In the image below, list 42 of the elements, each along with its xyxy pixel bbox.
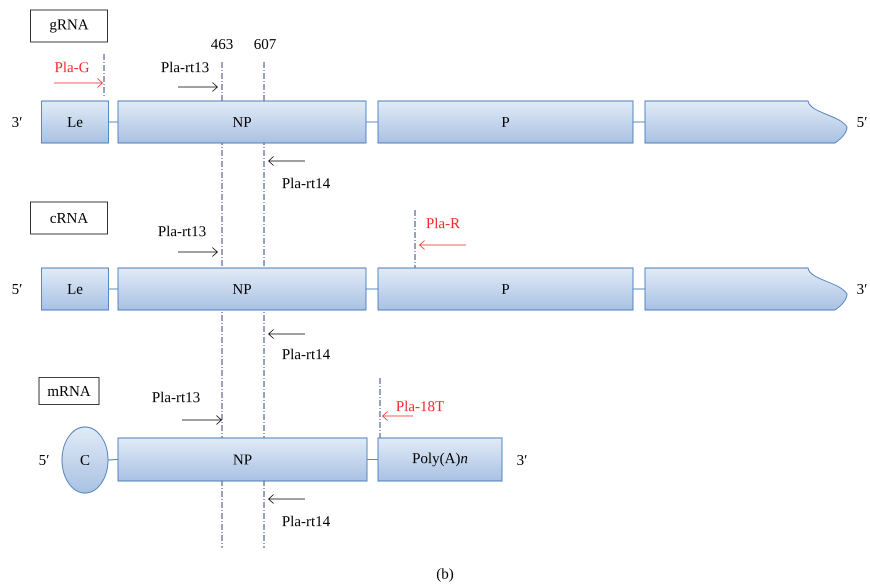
connector-line [633, 288, 646, 290]
gene-segment [41, 268, 109, 310]
segment-label: Poly(A)n [412, 452, 468, 466]
annotation-label: 5′ [12, 284, 22, 294]
gene-segment [644, 268, 848, 310]
gene-segment [41, 100, 109, 144]
gene-segment [378, 100, 634, 144]
segment-label: Le [68, 284, 82, 294]
annotation-label: Pla-R [426, 218, 460, 228]
rna-type-box: cRNA [30, 202, 108, 234]
annotation-label: Pla-G [54, 62, 90, 72]
gene-segment [378, 268, 634, 310]
segment-label: NP [232, 284, 251, 294]
segment-label: P [502, 284, 510, 294]
caption: (b) [436, 568, 454, 582]
connector-line [367, 459, 378, 460]
annotation-label: Pla-rt13 [158, 226, 206, 236]
connector-line [108, 288, 118, 290]
annotation-label: Pla-rt14 [282, 516, 330, 526]
annotation-label: 3′ [517, 454, 527, 466]
gene-segment [118, 268, 366, 310]
annotation-label: Pla-rt14 [282, 178, 330, 188]
segment-label: NP [232, 117, 251, 127]
rna-type-box: gRNA [30, 10, 108, 42]
annotation-label: 463 [211, 38, 233, 50]
gene-segment [378, 438, 502, 482]
annotation-label: Pla-rt14 [282, 348, 330, 360]
segment-label: NP [233, 454, 252, 464]
annotation-label: 607 [254, 38, 276, 50]
gene-segment [118, 100, 366, 144]
connector-line [366, 288, 378, 290]
gene-segment [644, 100, 848, 144]
annotation-label: Pla-rt13 [152, 392, 200, 402]
segment-label: Le [68, 117, 82, 127]
annotation-label: Pla-rt13 [161, 62, 209, 72]
annotation-label: 3′ [12, 116, 22, 128]
annotation-label: 5′ [40, 455, 49, 465]
annotation-label: Pla-18T [396, 400, 444, 412]
rna-type-box: mRNA [38, 377, 100, 405]
connector-line [108, 459, 118, 460]
segment-label: P [502, 117, 510, 127]
gene-segment [118, 438, 368, 482]
